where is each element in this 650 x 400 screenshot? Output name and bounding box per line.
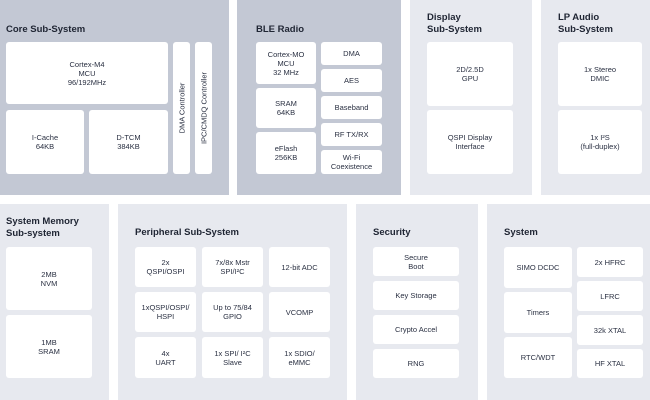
- gpu-block: 2D/2.5D GPU: [427, 42, 513, 106]
- dma-controller-label: DMA Controller: [177, 82, 186, 134]
- cortex-m0-block: Cortex-MO MCU 32 MHz: [256, 42, 316, 84]
- system-title: System: [504, 227, 538, 238]
- peripheral-cell: 7x/8x Mstr SPI/I²C: [202, 247, 263, 287]
- core-subsystem-title: Core Sub-System: [6, 24, 86, 35]
- system-memory-panel: System Memory Sub-system 2MB NVM 1MB SRA…: [0, 204, 109, 400]
- wifi-coexistence-block: Wi-Fi Coexistence: [321, 150, 382, 174]
- lp-audio-title: LP Audio Sub-System: [558, 12, 613, 35]
- peripheral-cell: 4x UART: [135, 337, 196, 378]
- system-memory-title: System Memory Sub-system: [6, 216, 79, 239]
- qspi-display-block: QSPI Display Interface: [427, 110, 513, 174]
- ble-radio-title: BLE Radio: [256, 24, 305, 35]
- peripheral-cell: 1x SDIO/ eMMC: [269, 337, 330, 378]
- nvm-block: 2MB NVM: [6, 247, 92, 310]
- crypto-accel-block: Crypto Accel: [373, 315, 459, 344]
- rtc-wdt-block: RTC/WDT: [504, 337, 572, 378]
- peripheral-cell: 12-bit ADC: [269, 247, 330, 287]
- rf-txrx-block: RF TX/RX: [321, 123, 382, 146]
- ipc-controller-label: IPC/CMDQ Controller: [199, 71, 208, 145]
- icache-block: I-Cache 64KB: [6, 110, 84, 174]
- hf-xtal-block: HF XTAL: [577, 349, 643, 378]
- dtcm-block: D-TCM 384KB: [89, 110, 168, 174]
- system-panel: System SIMO DCDC Timers RTC/WDT 2x HFRC …: [487, 204, 650, 400]
- peripheral-cell: 2x QSPI/OSPI: [135, 247, 196, 287]
- peripheral-cell: 1xQSPI/OSPI/ HSPI: [135, 292, 196, 332]
- lfrc-block: LFRC: [577, 281, 643, 311]
- baseband-block: Baseband: [321, 96, 382, 119]
- peripheral-subsystem-panel: Peripheral Sub-System 2x QSPI/OSPI 7x/8x…: [118, 204, 347, 400]
- timers-block: Timers: [504, 292, 572, 333]
- core-subsystem-panel: Core Sub-System Cortex-M4 MCU 96/192MHz …: [0, 0, 229, 195]
- ble-dma-block: DMA: [321, 42, 382, 65]
- rng-block: RNG: [373, 349, 459, 378]
- 32k-xtal-block: 32k XTAL: [577, 315, 643, 345]
- peripheral-cell: VCOMP: [269, 292, 330, 332]
- peripheral-subsystem-title: Peripheral Sub-System: [135, 227, 240, 238]
- simo-dcdc-block: SIMO DCDC: [504, 247, 572, 288]
- security-panel: Security Secure Boot Key Storage Crypto …: [356, 204, 478, 400]
- dma-controller-block: DMA Controller: [173, 42, 190, 174]
- display-subsystem-panel: Display Sub-System 2D/2.5D GPU QSPI Disp…: [410, 0, 532, 195]
- ble-radio-panel: BLE Radio Cortex-MO MCU 32 MHz SRAM 64KB…: [237, 0, 401, 195]
- memory-sram-block: 1MB SRAM: [6, 315, 92, 378]
- display-subsystem-title: Display Sub-System: [427, 12, 482, 35]
- cortex-m4-block: Cortex-M4 MCU 96/192MHz: [6, 42, 168, 104]
- lp-audio-panel: LP Audio Sub-System 1x Stereo DMIC 1x I²…: [541, 0, 650, 195]
- i2s-block: 1x I²S (full-duplex): [558, 110, 642, 174]
- secure-boot-block: Secure Boot: [373, 247, 459, 276]
- hfrc-block: 2x HFRC: [577, 247, 643, 277]
- eflash-block: eFlash 256KB: [256, 132, 316, 174]
- peripheral-cell: 1x SPI/ I²C Slave: [202, 337, 263, 378]
- ble-sram-block: SRAM 64KB: [256, 88, 316, 128]
- security-title: Security: [373, 227, 411, 238]
- stereo-dmic-block: 1x Stereo DMIC: [558, 42, 642, 106]
- aes-block: AES: [321, 69, 382, 92]
- ipc-controller-block: IPC/CMDQ Controller: [195, 42, 212, 174]
- peripheral-cell: Up to 75/84 GPIO: [202, 292, 263, 332]
- key-storage-block: Key Storage: [373, 281, 459, 310]
